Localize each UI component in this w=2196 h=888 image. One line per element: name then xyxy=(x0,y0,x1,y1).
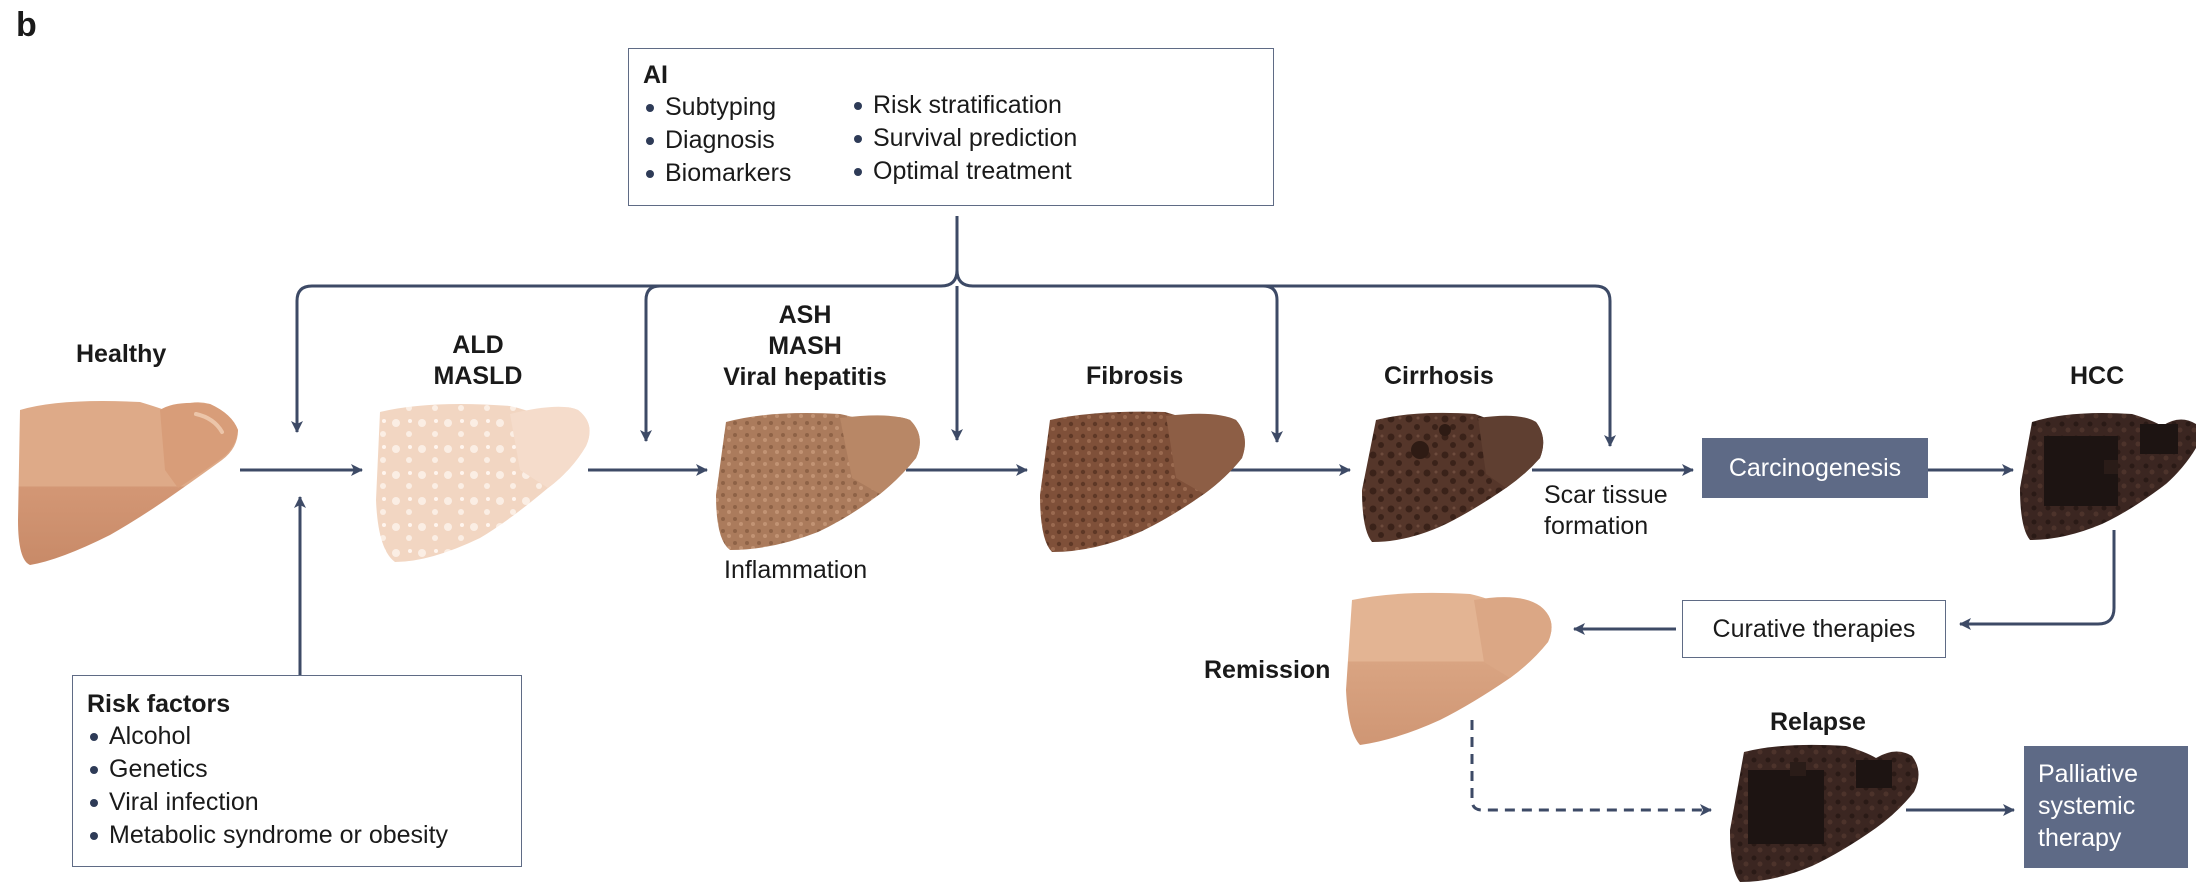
ai-connectors xyxy=(291,216,1616,447)
stage-hcc-label: HCC xyxy=(2070,362,2125,390)
ai-list-left: Subtyping Diagnosis Biomarkers xyxy=(643,91,791,190)
inflamed-liver xyxy=(716,413,920,550)
ai-title: AI xyxy=(643,61,668,89)
scar-tissue-label: Scar tissue formation xyxy=(1544,480,1668,542)
risk-factor-item: Viral infection xyxy=(87,786,448,819)
stage-ash-line: ASH xyxy=(778,301,832,329)
stage-ald-label: ALD MASLD xyxy=(388,330,568,392)
hcc-liver xyxy=(2020,413,2196,540)
relapse-liver xyxy=(1730,744,1919,882)
stage-ald-line: ALD xyxy=(452,331,504,359)
stage-fibrosis-label: Fibrosis xyxy=(1086,362,1184,390)
ai-list-right: Risk stratification Survival prediction … xyxy=(851,89,1077,188)
risk-factors-title: Risk factors xyxy=(87,690,231,718)
ai-item: Diagnosis xyxy=(643,124,791,157)
palliative-therapy-box: Palliative systemic therapy xyxy=(2024,746,2188,868)
palliative-line-2: systemic xyxy=(2038,792,2136,820)
relapse-dashed-arrow xyxy=(1470,720,1712,816)
stage-viral-line: Viral hepatitis xyxy=(723,363,887,391)
stage-healthy-label: Healthy xyxy=(76,340,167,368)
risk-factor-item: Metabolic syndrome or obesity xyxy=(87,819,448,852)
scar-line-1: Scar tissue xyxy=(1544,481,1668,509)
carcinogenesis-box: Carcinogenesis xyxy=(1702,438,1928,498)
remission-liver xyxy=(1346,592,1552,745)
ai-item: Survival prediction xyxy=(851,122,1077,155)
scar-line-2: formation xyxy=(1544,512,1649,540)
stage-relapse-label: Relapse xyxy=(1770,708,1866,736)
risk-factors-list: Alcohol Genetics Viral infection Metabol… xyxy=(87,720,448,852)
stage-mash-line: MASH xyxy=(768,332,842,360)
healthy-liver xyxy=(18,401,238,565)
fibrotic-liver xyxy=(1040,411,1245,552)
ai-item: Biomarkers xyxy=(643,157,791,190)
stage-ash-label: ASH MASH Viral hepatitis xyxy=(680,300,930,393)
risk-factors-box: Risk factors Alcohol Genetics Viral infe… xyxy=(72,675,522,867)
progression-arrows xyxy=(240,464,2116,816)
palliative-line-3: therapy xyxy=(2038,824,2122,852)
risk-factor-item: Genetics xyxy=(87,753,448,786)
panel-label: b xyxy=(16,6,37,44)
ai-item: Subtyping xyxy=(643,91,791,124)
ai-item: Optimal treatment xyxy=(851,155,1077,188)
palliative-line-1: Palliative xyxy=(2038,760,2139,788)
stage-remission-label: Remission xyxy=(1204,656,1331,684)
ai-box: AI Subtyping Diagnosis Biomarkers Risk s… xyxy=(628,48,1274,206)
stage-masld-line: MASLD xyxy=(433,362,523,390)
stage-cirrhosis-label: Cirrhosis xyxy=(1384,362,1494,390)
cirrhotic-liver xyxy=(1362,412,1544,542)
risk-factor-item: Alcohol xyxy=(87,720,448,753)
ai-item: Risk stratification xyxy=(851,89,1077,122)
curative-therapies-box: Curative therapies xyxy=(1682,600,1946,658)
fatty-liver xyxy=(376,404,590,562)
inflammation-label: Inflammation xyxy=(724,556,868,584)
